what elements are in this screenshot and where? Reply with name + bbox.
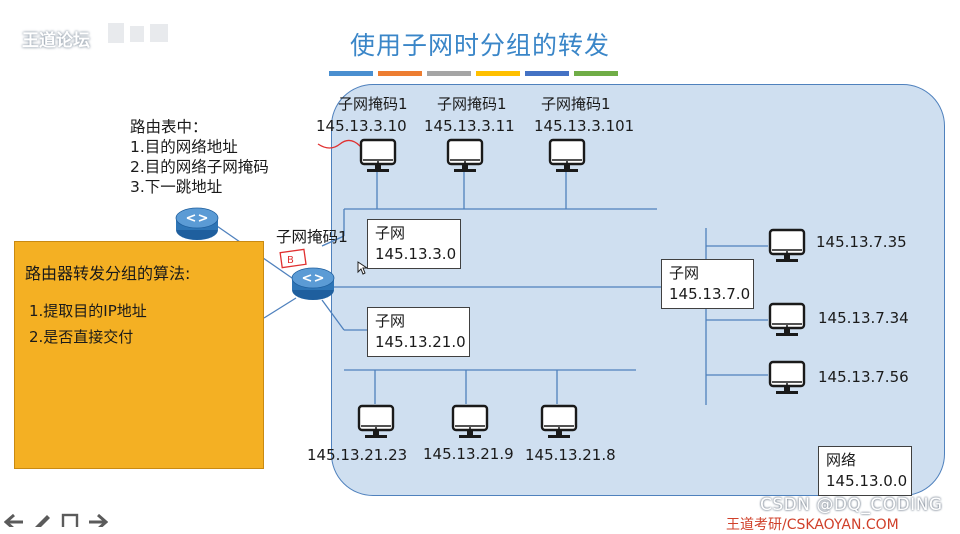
- computer-icon: [359, 138, 397, 172]
- computer-icon: [768, 228, 806, 262]
- cursor-icon: [357, 261, 367, 275]
- computer-icon: [357, 404, 395, 438]
- subnet-address: 145.13.21.0: [375, 333, 466, 351]
- title-stripe: [525, 71, 569, 76]
- title-stripe: [476, 71, 520, 76]
- title-stripe: [329, 71, 373, 76]
- subnet-box: 子网 145.13.7.0: [661, 259, 754, 309]
- forward-arrow-icon[interactable]: [88, 513, 108, 527]
- slide-nav[interactable]: [4, 513, 108, 527]
- network-area: [331, 84, 945, 496]
- page-icon[interactable]: [60, 513, 80, 527]
- computer-icon: [768, 360, 806, 394]
- watermark-top-left: 王道论坛: [22, 31, 90, 51]
- watermark-site: 王道考研/CSKAOYAN.COM: [726, 517, 899, 533]
- host-mask: 子网掩码1: [541, 95, 611, 113]
- routing-table-note: 路由表中： 1.目的网络地址 2.目的网络子网掩码 3.下一跳地址: [130, 117, 269, 197]
- routing-table-item: 1.目的网络地址: [130, 138, 238, 156]
- watermark-csdn: CSDN @DQ_CODING: [760, 495, 943, 515]
- router-icon: [291, 267, 335, 300]
- algorithm-step: 2.是否直接交付: [29, 328, 134, 346]
- title-stripe: [378, 71, 422, 76]
- host-ip: 145.13.21.8: [525, 446, 616, 464]
- host-ip: 145.13.3.11: [424, 117, 515, 135]
- host-mask: 子网掩码1: [437, 95, 507, 113]
- network-box: 网络 145.13.0.0: [818, 446, 912, 496]
- pen-icon[interactable]: [32, 513, 52, 527]
- watermark-decoration: [108, 23, 168, 43]
- computer-icon: [548, 138, 586, 172]
- network-address: 145.13.0.0: [826, 472, 908, 490]
- host-ip: 145.13.3.101: [534, 117, 635, 135]
- subnet-address: 145.13.3.0: [375, 245, 457, 263]
- host-label: 子网掩码1: [338, 95, 408, 114]
- routing-table-heading: 路由表中：: [130, 118, 208, 136]
- slide-title: 使用子网时分组的转发: [349, 31, 610, 60]
- algorithm-step: 1.提取目的IP地址: [29, 302, 147, 320]
- host-mask: 子网掩码1: [338, 95, 408, 113]
- network-label: 网络: [826, 451, 857, 469]
- back-arrow-icon[interactable]: [4, 513, 24, 527]
- host-ip: 145.13.21.9: [423, 445, 514, 463]
- router-icon: [175, 207, 219, 240]
- routing-table-item: 3.下一跳地址: [130, 178, 223, 196]
- subnet-label: 子网: [669, 264, 700, 282]
- computer-icon: [540, 404, 578, 438]
- subnet-box: 子网 145.13.21.0: [367, 307, 470, 357]
- host-ip: 145.13.21.23: [307, 446, 408, 464]
- host-ip: 145.13.7.35: [816, 233, 907, 251]
- host-ip: 145.13.7.56: [818, 368, 909, 386]
- svg-text:B: B: [287, 255, 294, 266]
- computer-icon: [768, 302, 806, 336]
- subnet-address: 145.13.7.0: [669, 285, 751, 303]
- routing-table-item: 2.目的网络子网掩码: [130, 158, 269, 176]
- subnet-box: 子网 145.13.3.0: [367, 219, 461, 269]
- subnet-label: 子网: [375, 224, 406, 242]
- host-ip: 145.13.7.34: [818, 309, 909, 327]
- host-ip: 145.13.3.10: [316, 117, 407, 135]
- title-stripe: [574, 71, 618, 76]
- subnet-label: 子网: [375, 312, 406, 330]
- algorithm-title: 路由器转发分组的算法:: [25, 264, 191, 283]
- router-mask-label: 子网掩码1: [276, 228, 348, 246]
- title-stripe: [427, 71, 471, 76]
- algorithm-box: 路由器转发分组的算法: 1.提取目的IP地址 2.是否直接交付: [14, 241, 264, 469]
- computer-icon: [446, 138, 484, 172]
- computer-icon: [451, 404, 489, 438]
